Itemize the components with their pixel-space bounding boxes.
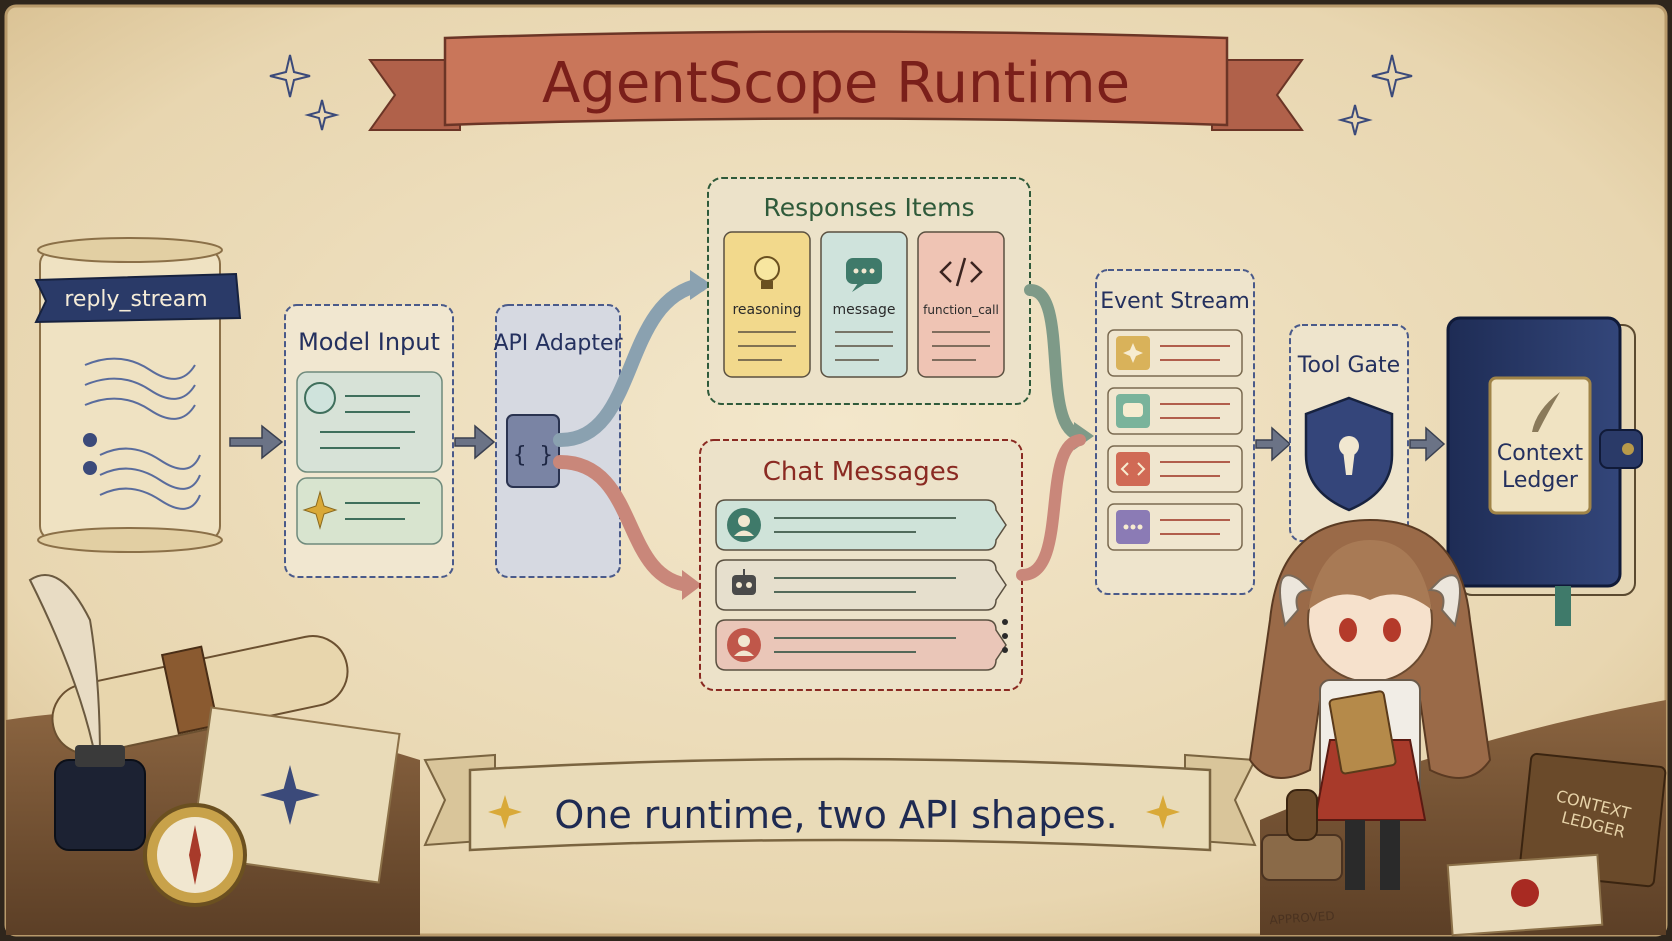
sparkle-icon — [1337, 104, 1373, 136]
reply-stream-scroll: reply_stream — [34, 237, 242, 553]
model-input-node: Model Input — [284, 304, 454, 578]
adapter-chip — [506, 414, 560, 488]
responses-items-node: Responses Items reasoning message function… — [707, 177, 1031, 405]
flow-arrow — [1255, 426, 1292, 462]
context-ledger-book: Context Ledger — [1446, 316, 1643, 626]
horn-icon — [1279, 574, 1313, 628]
event-stream-node: Event Stream — [1095, 269, 1255, 595]
context-ledger-label-line1: Context — [1497, 441, 1584, 466]
chat-bubble-icon — [846, 258, 882, 292]
chat-messages-node: Chat Messages — [699, 439, 1023, 691]
response-item-label: message — [833, 302, 896, 318]
ellipsis-icon — [1123, 524, 1143, 530]
chat-message-row — [715, 499, 1007, 551]
chibi-character-illustration — [1248, 518, 1492, 890]
branch-to-responses — [553, 278, 707, 447]
flow-arrow — [454, 424, 496, 460]
tool-gate-node: Tool Gate — [1289, 324, 1409, 542]
lightbulb-icon — [754, 256, 780, 289]
sparkle-icon — [1146, 795, 1180, 829]
user-avatar-icon — [304, 382, 336, 414]
model-input-title: Model Input — [298, 328, 440, 356]
event-row — [1107, 445, 1243, 493]
tagline-text: One runtime, two API shapes. — [554, 793, 1117, 837]
response-item-label: function_call — [923, 303, 999, 317]
chat-messages-title: Chat Messages — [763, 457, 960, 487]
event-row — [1107, 329, 1243, 377]
context-ledger-label-line2: Ledger — [1502, 468, 1579, 493]
title-banner: AgentScope Runtime — [368, 30, 1304, 131]
sparkle-icon — [304, 99, 340, 131]
sparkle-icon — [302, 490, 338, 530]
sparkle-icon — [269, 54, 311, 98]
sparkle-icon — [1123, 343, 1143, 363]
response-item-label: reasoning — [732, 302, 801, 318]
merge-from-chat — [1016, 434, 1086, 581]
response-item-card: reasoning — [723, 231, 811, 378]
quill-icon — [1532, 392, 1560, 432]
tool-gate-title: Tool Gate — [1297, 353, 1400, 378]
robot-icon — [732, 569, 756, 595]
branch-to-chat — [553, 455, 697, 592]
chat-bubble-icon — [1123, 403, 1143, 417]
flow-arrow — [1409, 426, 1446, 462]
event-row — [1107, 387, 1243, 435]
response-item-card: message — [820, 231, 908, 378]
quill-icon — [28, 574, 102, 761]
sparkle-icon — [488, 795, 522, 829]
event-row — [1107, 503, 1243, 551]
wax-seal-icon — [1511, 879, 1539, 907]
user-avatar-icon — [727, 508, 761, 542]
api-adapter-title: API Adapter — [493, 331, 623, 356]
merge-from-responses — [1024, 284, 1086, 441]
event-stream-title: Event Stream — [1100, 289, 1250, 314]
stamp-label: APPROVED — [1269, 909, 1335, 928]
desk-props-right: APPROVED CONTEXT LEDGER — [1261, 752, 1667, 937]
tagline-banner: One runtime, two API shapes. — [423, 753, 1257, 852]
horn-icon — [1427, 574, 1461, 628]
braces-icon: { } — [513, 443, 553, 468]
user-avatar-icon — [727, 628, 761, 662]
code-icon — [1120, 462, 1146, 476]
responses-items-title: Responses Items — [764, 193, 975, 222]
page-title: AgentScope Runtime — [542, 51, 1130, 116]
compass-rose-icon — [260, 765, 320, 825]
chat-message-row — [715, 619, 1007, 671]
reply-stream-label: reply_stream — [64, 287, 207, 312]
sparkle-icon — [1371, 54, 1413, 98]
chat-message-row — [715, 559, 1007, 611]
response-item-card: function_call — [917, 231, 1005, 378]
desk-props-left — [28, 574, 401, 907]
code-icon — [939, 257, 983, 287]
flow-arrow — [229, 424, 284, 460]
